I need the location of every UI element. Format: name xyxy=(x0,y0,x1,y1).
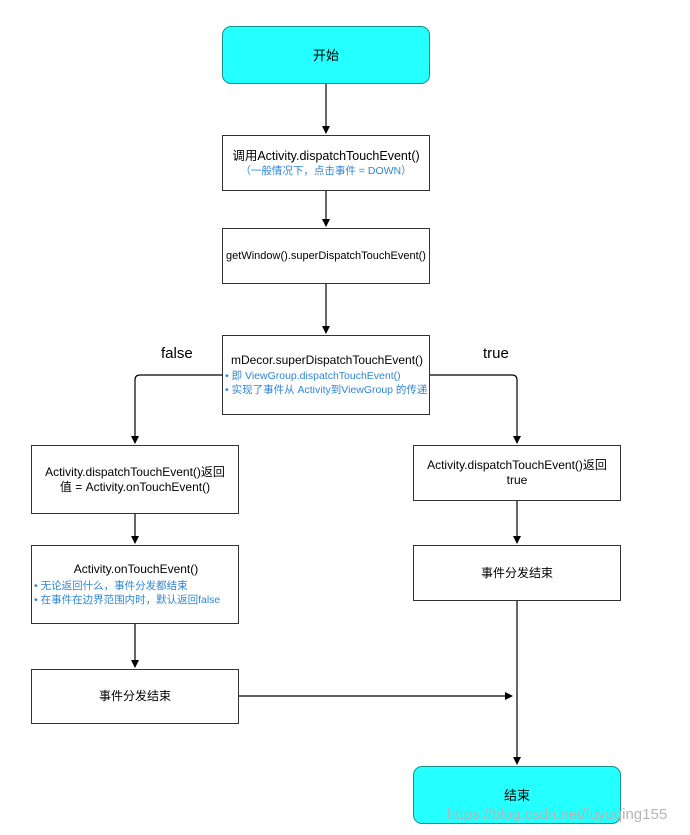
start-node: 开始 xyxy=(222,26,430,84)
true-result-node: Activity.dispatchTouchEvent()返回 true xyxy=(413,445,621,501)
watermark-url: https://blog.csdn.net/fuyuqing155 xyxy=(447,806,668,823)
on-touch-node: Activity.onTouchEvent() • 无论返回什么，事件分发都结束… xyxy=(31,545,239,624)
true-result-line2: true xyxy=(506,473,528,487)
on-touch-note-1: • 无论返回什么，事件分发都结束 xyxy=(34,580,188,592)
on-touch-note-2: • 在事件在边界范围内时，默认返回false xyxy=(34,594,221,606)
true-branch-label: true xyxy=(483,345,509,362)
dispatch-end-right-label: 事件分发结束 xyxy=(480,565,553,580)
mdecor-label: mDecor.superDispatchTouchEvent() xyxy=(230,353,424,367)
mdecor-note-2: • 实现了事件从 Activity到ViewGroup 的传递 xyxy=(225,384,428,396)
get-window-label: getWindow().superDispatchTouchEvent() xyxy=(226,249,426,262)
call-dispatch-node: 调用Activity.dispatchTouchEvent() （一般情况下，点… xyxy=(222,135,430,191)
edge-mdecor-true xyxy=(429,374,521,444)
edge-mdecor-false xyxy=(131,374,222,444)
false-result-node: Activity.dispatchTouchEvent()返回 值 = Acti… xyxy=(31,445,239,514)
mdecor-node: mDecor.superDispatchTouchEvent() • 即 Vie… xyxy=(222,335,430,415)
true-result-line1: Activity.dispatchTouchEvent()返回 xyxy=(427,458,607,472)
dispatch-end-left-label: 事件分发结束 xyxy=(98,689,171,703)
dispatch-end-right-node: 事件分发结束 xyxy=(413,545,621,601)
false-result-line1: Activity.dispatchTouchEvent()返回 xyxy=(45,464,225,479)
call-dispatch-note: （一般情况下，点击事件 = DOWN） xyxy=(240,164,412,177)
end-label: 结束 xyxy=(503,787,530,803)
call-dispatch-label: 调用Activity.dispatchTouchEvent() xyxy=(232,148,420,163)
start-label: 开始 xyxy=(312,47,339,63)
mdecor-note-1: • 即 ViewGroup.dispatchTouchEvent() xyxy=(225,370,401,382)
dispatch-end-left-node: 事件分发结束 xyxy=(31,669,239,724)
false-result-line2: 值 = Activity.onTouchEvent() xyxy=(59,479,211,494)
false-branch-label: false xyxy=(161,345,193,362)
end-node: 结束 xyxy=(413,766,621,824)
on-touch-label: Activity.onTouchEvent() xyxy=(73,562,199,576)
get-window-node: getWindow().superDispatchTouchEvent() xyxy=(222,228,430,284)
